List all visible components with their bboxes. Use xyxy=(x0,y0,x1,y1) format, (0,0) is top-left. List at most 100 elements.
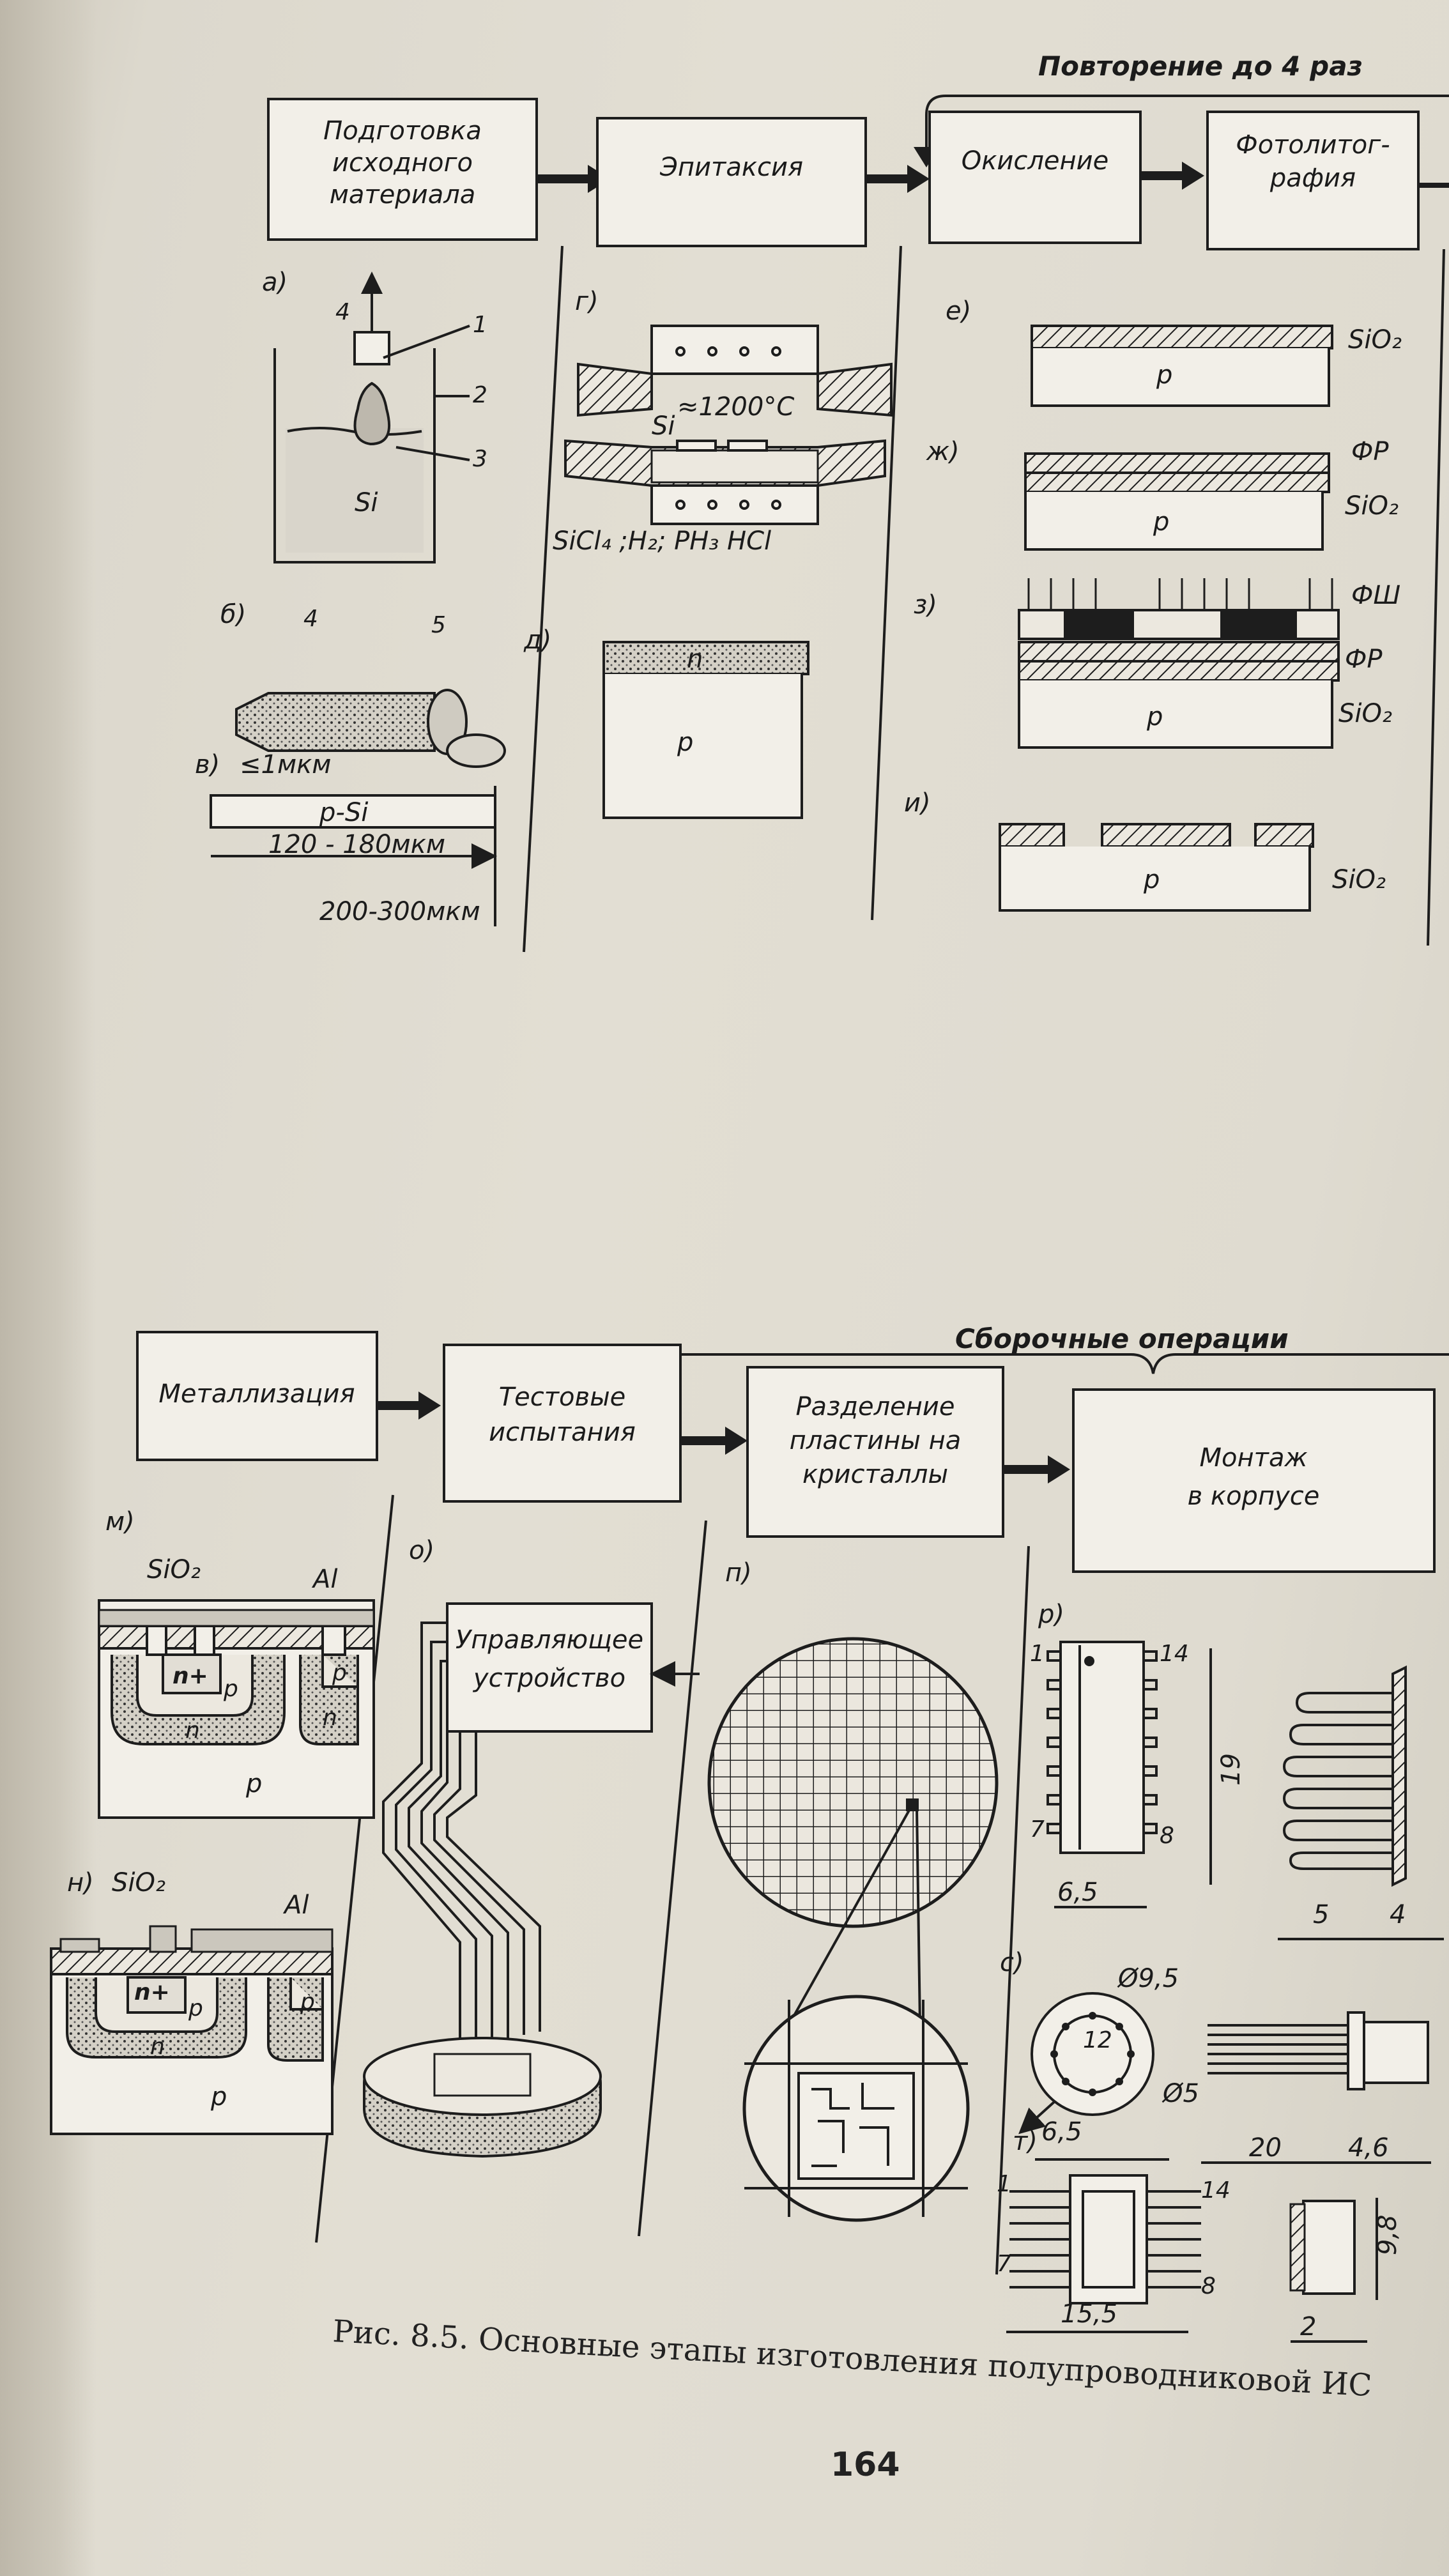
svg-text:Ø5: Ø5 xyxy=(1162,2079,1199,2108)
svg-text:с): с) xyxy=(1000,1948,1024,1977)
svg-text:ФР: ФР xyxy=(1345,645,1383,674)
svg-text:пластины на: пластины на xyxy=(790,1426,962,1455)
svg-text:4: 4 xyxy=(1390,1900,1406,1929)
svg-text:6,5: 6,5 xyxy=(1057,1878,1098,1907)
arrow-top-3 xyxy=(1140,162,1204,190)
svg-text:12: 12 xyxy=(1083,2027,1112,2053)
process-box-photolithography: Фотолитог- рафия xyxy=(1206,111,1420,250)
panel-p-wafer-dicing: п) xyxy=(707,1558,999,2222)
svg-text:4: 4 xyxy=(335,299,350,325)
page-number: 164 xyxy=(831,2446,900,2484)
svg-text:SiO₂: SiO₂ xyxy=(1348,325,1402,355)
svg-text:ФР: ФР xyxy=(1351,437,1389,466)
panel-v-wafer: в) ≤1мкм p-Si 120 - 180мкм 200-300мкм xyxy=(195,750,497,926)
svg-text:6,5: 6,5 xyxy=(1041,2117,1082,2147)
svg-text:1: 1 xyxy=(1030,1641,1045,1667)
svg-text:б): б) xyxy=(220,600,246,629)
svg-text:p: p xyxy=(245,1769,262,1798)
process-box-dicing: Разделение пластины на кристаллы xyxy=(746,1366,1004,1538)
svg-text:2: 2 xyxy=(1300,2312,1316,2342)
divider-1 xyxy=(523,245,564,953)
svg-text:SiO₂: SiO₂ xyxy=(1332,865,1386,894)
top-bracket: Повторение до 4 раз xyxy=(914,50,1449,167)
svg-text:ФШ: ФШ xyxy=(1351,581,1400,610)
svg-text:n+: n+ xyxy=(134,1979,170,2005)
svg-text:SiO₂: SiO₂ xyxy=(1345,491,1399,521)
divider-5 xyxy=(638,1520,707,2237)
divider-6 xyxy=(995,1545,1030,2275)
svg-text:SiO₂: SiO₂ xyxy=(112,1868,165,1897)
svg-text:p: p xyxy=(223,1676,238,1702)
process-box-epitaxy: Эпитаксия xyxy=(596,117,867,247)
svg-text:p: p xyxy=(210,2082,227,2112)
process-box-preparation: Подготовка исходного материала xyxy=(267,98,538,241)
svg-text:p: p xyxy=(677,728,693,757)
svg-text:Ø9,5: Ø9,5 xyxy=(1117,1964,1179,1993)
svg-text:200-300мкм: 200-300мкм xyxy=(319,897,480,926)
svg-text:Si: Si xyxy=(355,488,378,518)
svg-text:з): з) xyxy=(914,590,937,620)
svg-text:≤1мкм: ≤1мкм xyxy=(240,750,331,779)
svg-text:20: 20 xyxy=(1249,2133,1282,2163)
panel-i-etched-oxide: и) p SiO₂ xyxy=(904,788,1386,912)
svg-text:в): в) xyxy=(195,750,220,779)
divider-3 xyxy=(1427,249,1445,946)
panel-n-metallization: н) SiO₂ Al n+ p n p p xyxy=(50,1868,334,2135)
svg-text:и): и) xyxy=(904,788,931,818)
svg-text:исходного: исходного xyxy=(332,148,473,178)
svg-text:р): р) xyxy=(1038,1600,1064,1629)
svg-text:4,6: 4,6 xyxy=(1348,2133,1389,2163)
svg-text:устройство: устройство xyxy=(473,1664,625,1693)
process-box-metallization: Металлизация xyxy=(136,1331,378,1461)
process-box-packaging: Монтаж в корпусе xyxy=(1072,1388,1436,1573)
svg-text:15,5: 15,5 xyxy=(1061,2299,1117,2329)
svg-text:p: p xyxy=(1146,702,1163,732)
svg-text:кристаллы: кристаллы xyxy=(802,1460,948,1489)
panel-z-exposure: з) p ФШ ФР SiO₂ xyxy=(914,578,1400,749)
panel-b-ingot: б) 4 5 xyxy=(220,600,506,768)
svg-text:14: 14 xyxy=(1201,2177,1230,2204)
svg-text:испытания: испытания xyxy=(489,1418,636,1447)
panel-d-epilayer: д) n p xyxy=(523,625,809,819)
arrow-bottom-1 xyxy=(377,1392,441,1420)
svg-text:3: 3 xyxy=(473,446,487,472)
assembly-label: Сборочные операции xyxy=(955,1323,1289,1354)
svg-text:n+: n+ xyxy=(172,1663,208,1689)
book-spine-shadow xyxy=(0,0,96,2576)
svg-text:Al: Al xyxy=(311,1565,337,1594)
svg-text:7: 7 xyxy=(1030,1816,1045,1843)
repeat-label: Повторение до 4 раз xyxy=(1038,50,1363,82)
svg-text:SiO₂: SiO₂ xyxy=(147,1555,201,1584)
svg-text:8: 8 xyxy=(1201,2273,1216,2299)
svg-text:n: n xyxy=(185,1717,200,1744)
svg-text:Si: Si xyxy=(652,411,675,441)
svg-text:е): е) xyxy=(946,296,971,326)
svg-text:1: 1 xyxy=(473,312,487,338)
panel-a-crucible: а) Si 4 1 2 3 xyxy=(262,268,487,564)
svg-text:в корпусе: в корпусе xyxy=(1188,1482,1320,1511)
panel-o-probe-test: о) Управляющее устройство xyxy=(363,1536,700,2158)
svg-text:SiCl₄ ;H₂; PH₃ HCl: SiCl₄ ;H₂; PH₃ HCl xyxy=(553,526,771,556)
svg-text:Al: Al xyxy=(282,1890,309,1920)
svg-text:1: 1 xyxy=(997,2171,1011,2197)
svg-text:19: 19 xyxy=(1216,1753,1246,1786)
svg-text:о): о) xyxy=(409,1536,434,1565)
panel-t-flat-package: т) 6,5 1 7 14 8 15,5 9,8 2 xyxy=(997,2117,1402,2343)
panel-g-reactor: г) ≈1200°C Si SiCl₄ ;H₂; PH₃ HCl xyxy=(553,287,893,556)
svg-text:материала: материала xyxy=(330,180,476,210)
panel-s-round-package: с) Ø9,5 Ø5 12 20 4,6 xyxy=(1000,1948,1431,2164)
svg-text:14: 14 xyxy=(1160,1641,1189,1667)
svg-text:Тестовые: Тестовые xyxy=(499,1383,626,1412)
svg-text:n: n xyxy=(150,2034,165,2060)
svg-text:Подготовка: Подготовка xyxy=(323,116,482,146)
svg-text:н): н) xyxy=(67,1868,94,1897)
svg-text:Монтаж: Монтаж xyxy=(1200,1443,1308,1473)
svg-text:8: 8 xyxy=(1160,1823,1174,1849)
process-box-testing: Тестовые испытания xyxy=(443,1344,682,1503)
svg-text:p: p xyxy=(300,1989,315,2015)
svg-text:г): г) xyxy=(575,287,599,316)
svg-text:4: 4 xyxy=(303,606,318,632)
svg-text:p: p xyxy=(1143,865,1160,894)
